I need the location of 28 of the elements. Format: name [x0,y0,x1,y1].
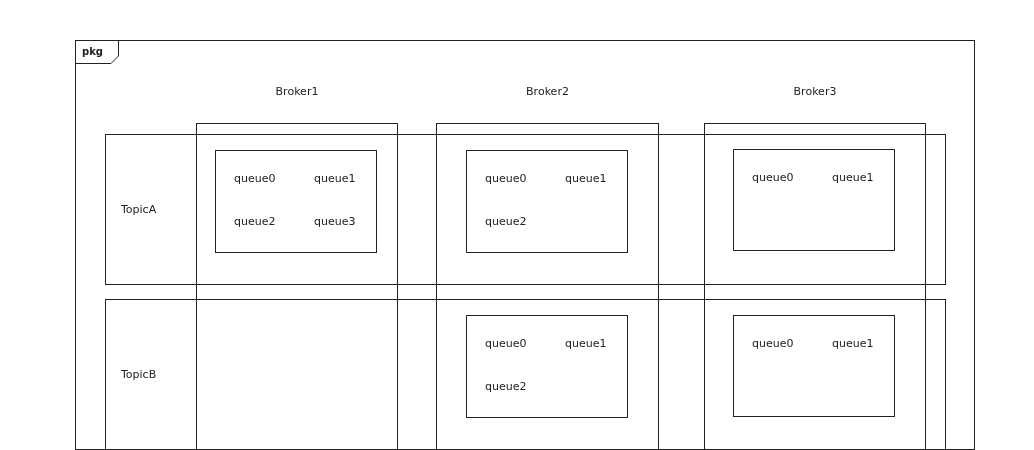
broker-label: Broker3 [792,85,838,98]
queue-label: queue1 [565,337,607,350]
queue-group-box [466,150,628,253]
topic-label: TopicB [121,367,157,381]
package-frame [75,40,975,450]
topic-row [105,134,946,285]
topic-label: TopicA [121,202,157,216]
queue-label: queue1 [565,172,607,185]
queue-label: queue1 [832,337,874,350]
queue-group-box [466,315,628,418]
queue-group-box [733,149,895,251]
queue-label: queue1 [314,172,356,185]
queue-label: queue2 [485,380,527,393]
queue-label: queue0 [752,337,794,350]
broker-label: Broker2 [525,85,570,98]
queue-label: queue0 [485,172,527,185]
topic-row [105,299,946,450]
queue-label: queue2 [485,215,527,228]
queue-label: queue1 [832,171,874,184]
broker-label: Broker1 [274,85,320,98]
queue-label: queue0 [234,172,276,185]
queue-group-box [215,150,377,253]
queue-label: queue0 [485,337,527,350]
package-label: pkg [82,45,103,58]
queue-group-box [733,315,895,417]
queue-label: queue2 [234,215,276,228]
queue-label: queue0 [752,171,794,184]
queue-label: queue3 [314,215,356,228]
